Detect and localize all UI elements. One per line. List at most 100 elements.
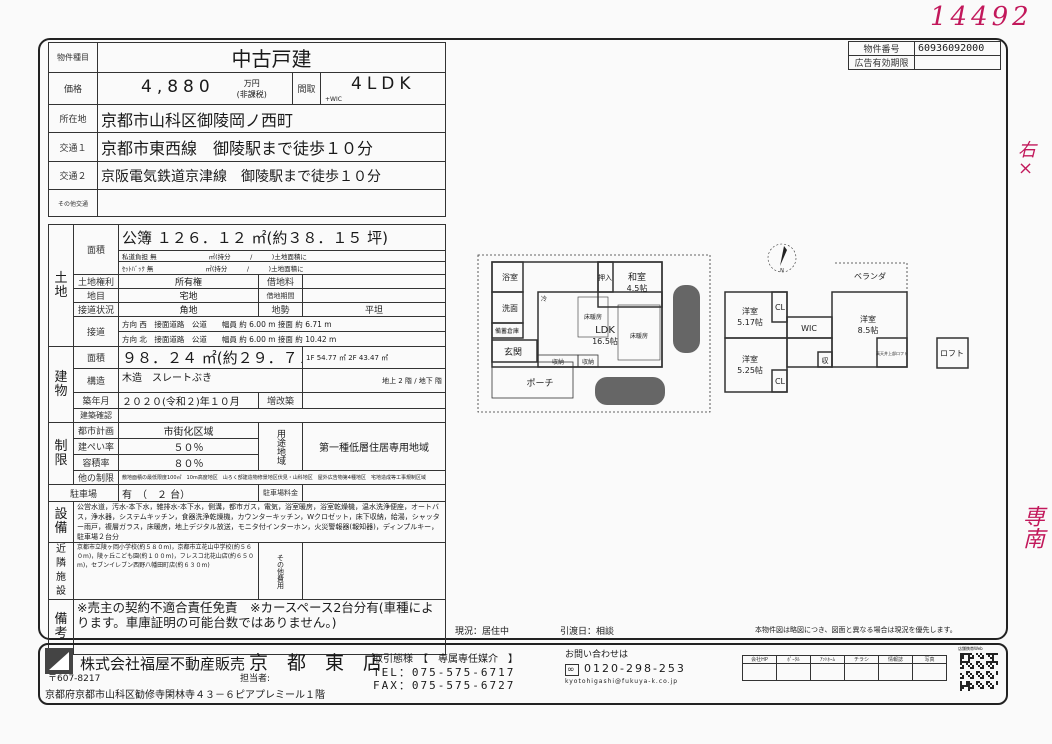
media-cell (878, 663, 913, 681)
address-value: 京都市山科区御陵岡ノ西町 (97, 104, 446, 133)
storage-label: 収 (822, 357, 829, 365)
fridge-label: 冷 (541, 295, 547, 303)
layout-extra: +WIC (325, 96, 342, 103)
building-section-label: 建物 (48, 346, 74, 423)
floor-heating-label: 床暖房 (584, 313, 602, 321)
staff-label: 担当者: (240, 674, 271, 684)
lot-outline (477, 254, 711, 413)
car-icon (673, 285, 700, 353)
company-name: 株式会社福屋不動産販売京 都 東 店 (80, 648, 382, 675)
facilities-value: 公営水道，汚水-本下水，雑排水-本下水，側溝，都市ガス，電気，浴室暖房，浴室乾燥… (72, 501, 447, 543)
handwritten-side-note: 専南 (1019, 505, 1044, 549)
structure-label: 構造 (73, 368, 119, 393)
room-western3-size: 5.25帖 (737, 365, 763, 375)
tel: TEL：075-575-6717 (373, 666, 516, 679)
current-status: 現況：居住中 (455, 627, 510, 637)
transit2-label: 交通２ (48, 161, 98, 190)
media-cell (912, 663, 947, 681)
land-area-label: 面積 (73, 224, 119, 275)
veranda-label: ベランダ (854, 271, 886, 281)
media-header: 情報誌 (878, 655, 913, 664)
media-header: ﾎﾟｰﾀﾙ (776, 655, 811, 664)
building-area-value: ９８．２４ ㎡(約２９．７１ 坪) (118, 346, 303, 369)
fax: FAX：075-575-6727 (373, 679, 516, 692)
price-label: 価格 (48, 72, 98, 105)
north-arrow-icon (780, 246, 787, 266)
zoning-value: 第一種低層住居専用地域 (301, 422, 447, 471)
room-storage2: 収納 (582, 358, 594, 366)
room-entrance: 玄関 (504, 346, 522, 358)
north-label: N (780, 268, 784, 274)
room-closet: 押入 (598, 273, 612, 282)
room-western2: 洋室 (860, 314, 876, 324)
media-cell (810, 663, 845, 681)
room-bath: 浴室 (502, 272, 518, 282)
email: kyotohigashi@fukuya-k.co.jp (565, 678, 679, 685)
room-ldk-size: 16.5帖 (592, 336, 618, 346)
media-cell (776, 663, 811, 681)
media-header: 会社HP (742, 655, 777, 664)
company-name-text: 株式会社福屋不動産販売 (80, 655, 246, 673)
handwritten-id-note: 14492 (930, 2, 1033, 32)
media-header: ｱｯﾄﾎｰﾑ (810, 655, 845, 664)
room-storage1: 収納 (552, 358, 564, 366)
freedial-number: 0120-298-253 (584, 662, 686, 675)
land-area-value: 公簿 １２６．１２ ㎡(約３８．１５ 坪) (117, 224, 447, 251)
freedial-icon: ∞ (565, 664, 579, 676)
room-western2-size: 8.5帖 (858, 325, 879, 335)
media-cell (844, 663, 879, 681)
branch-name: 京 都 東 店 (249, 652, 383, 674)
room-western1-size: 5.17帖 (737, 317, 763, 327)
address-label: 所在地 (48, 104, 98, 133)
loft-label: ロフト (940, 349, 964, 358)
closet1-label: CL (775, 303, 786, 312)
transaction-type: 取引態様 【 専属専任媒介 】 (373, 654, 518, 665)
price-unit: 万円 (243, 79, 260, 89)
transit-other-value (97, 189, 446, 217)
details-table: 土地面積公簿 １２６．１２ ㎡(約３８．１５ 坪) 私道負担 無 ㎡(持分 / … (48, 224, 447, 655)
room-western3: 洋室 (742, 354, 758, 364)
disclaimer: 本物件図は略図につき、図面と異なる場合は現況を優先します。 (755, 626, 957, 634)
freedial: ∞ 0120-298-253 (565, 662, 686, 676)
room-ldk: LDK (595, 325, 615, 336)
type-value: 中古戸建 (97, 42, 446, 73)
qr-label: 店舗携帯Web (958, 646, 983, 651)
room-japanese: 和室 (628, 271, 646, 283)
nearby-value: 京都市立陵ヶ岡小学校(約５８０m)，京都市立花山中学校(約５６０m)，陵ヶ丘こど… (73, 542, 259, 600)
main-frame (38, 38, 1008, 640)
company-address: 京都府京都市山科区勧修寺閑林寺４３－６ピアプレミール１階 (45, 690, 325, 701)
other-cost-value (301, 542, 447, 600)
remarks-value: ※売主の契約不適合責任免責 ※カースペース2台分有(車種によります。車庫証明の可… (72, 599, 447, 655)
other-cost-label: その他費用 (258, 542, 303, 600)
footer-box (38, 643, 1008, 705)
closet2-label: CL (775, 377, 786, 386)
porch-label: ポーチ (526, 378, 553, 389)
car-icon (595, 377, 665, 405)
media-header: 写真 (912, 655, 947, 664)
media-cell (742, 663, 777, 681)
layout-cell: 4LDK +WIC (320, 72, 446, 105)
media-header: チラシ (844, 655, 879, 664)
room-western1: 洋室 (742, 306, 758, 316)
price-value: 4,880 (141, 76, 215, 97)
qr-code-icon (960, 653, 998, 691)
company-logo-icon (45, 648, 73, 674)
floor-heating-label: 床暖房 (630, 332, 648, 340)
high-ceiling-label: 高天井上部ロフト (876, 350, 908, 356)
zoning-label: 用途地域 (258, 422, 303, 471)
price-tax: (非課税) (236, 90, 267, 100)
transit1-label: 交通１ (48, 132, 98, 162)
layout-value: 4LDK (351, 74, 416, 94)
postal-code: 〒607-8217 (48, 674, 101, 684)
wic-label: WIC (801, 324, 817, 333)
price-cell: 4,880 万円(非課税) (97, 72, 293, 105)
contact-label: お問い合わせは (565, 650, 629, 660)
room-washroom: 洗面 (502, 303, 518, 313)
room-storage: 備蓄倉庫 (495, 327, 519, 335)
expiry-value (914, 55, 1001, 70)
handover: 引渡日：相談 (560, 627, 615, 637)
